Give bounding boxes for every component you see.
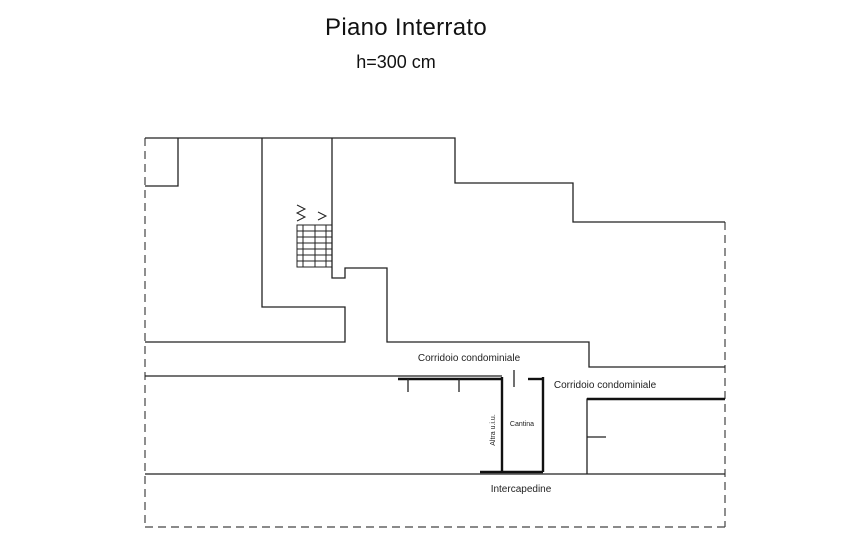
corridor-upper-label: Corridoio condominiale	[418, 353, 521, 364]
plan-height: h=300 cm	[356, 52, 436, 72]
top-outline	[145, 137, 725, 223]
other-unit-label: Altra u.i.u.	[490, 414, 497, 446]
stair-shaft-left-wall	[145, 138, 346, 343]
staircase	[295, 204, 333, 268]
right-room-wall	[586, 398, 725, 474]
top-left-room-wall	[145, 138, 179, 187]
corridor-right-label: Corridoio condominiale	[554, 380, 657, 391]
stair-shaft-right-wall	[331, 138, 725, 368]
plan-title: Piano Interrato	[325, 14, 487, 41]
cellar-label: Cantina	[510, 421, 534, 428]
cavity-label: Intercapedine	[491, 484, 552, 495]
